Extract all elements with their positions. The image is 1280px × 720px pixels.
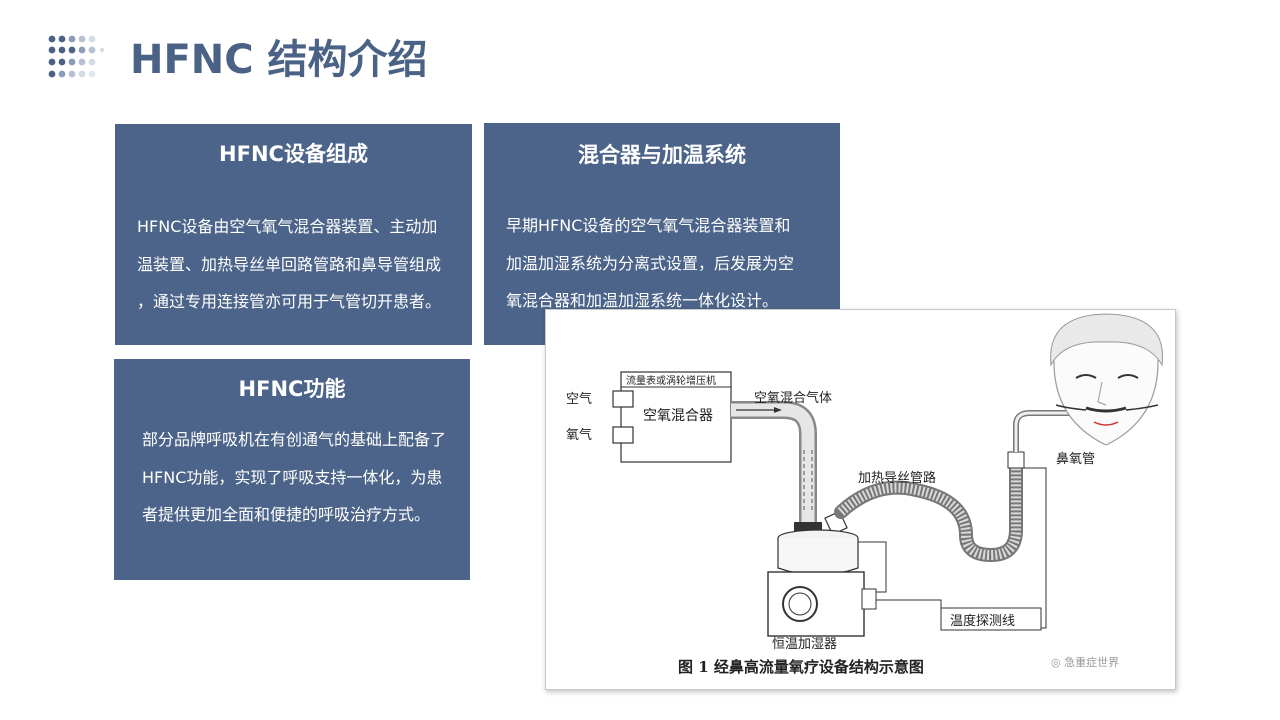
card-line: 温装置、加热导丝单回路管路和鼻导管组成 <box>137 254 442 274</box>
card-body: 早期HFNC设备的空气氧气混合器装置和 加温加湿系统为分离式设置，后发展为空 氧… <box>506 207 832 320</box>
card-line: 加温加湿系统为分离式设置，后发展为空 <box>506 253 795 273</box>
water-chamber <box>777 538 859 576</box>
card-line: 氧混合器和加温加湿系统一体化设计。 <box>506 291 779 310</box>
label-heated-circuit: 加热导丝管路 <box>858 470 936 486</box>
card-device-composition: HFNC设备组成 HFNC设备由空气氧气混合器装置、主动加 温装置、加热导丝单回… <box>115 124 472 345</box>
card-line: ，通过专用连接管亦可用于气管切开患者。 <box>137 292 442 311</box>
page-title: HFNC 结构介绍 <box>130 37 428 83</box>
card-title: HFNC设备组成 <box>219 142 368 166</box>
logo-dots-icon <box>48 35 104 78</box>
card-line: 者提供更加全面和便捷的呼吸治疗方式。 <box>142 505 431 524</box>
mixed-gas-pipe <box>731 401 817 525</box>
oxygen-inlet <box>612 426 634 444</box>
label-temp-probe: 温度探测线 <box>950 613 1015 629</box>
air-inlet <box>612 390 634 408</box>
card-body: HFNC设备由空气氧气混合器装置、主动加 温装置、加热导丝单回路管路和鼻导管组成… <box>137 208 441 321</box>
card-line: 部分品牌呼吸机在有创通气的基础上配备了 <box>142 430 447 449</box>
card-title: HFNC功能 <box>238 377 346 401</box>
label-nasal-cannula: 鼻氧管 <box>1056 451 1095 467</box>
card-mixer-heating: 混合器与加温系统 早期HFNC设备的空气氧气混合器装置和 加温加湿系统为分离式设… <box>484 123 840 345</box>
hfnc-structure-diagram: 流量表或涡轮增压机 空氧混合器 空气 氧气 空氧混合气体 恒温加湿器 加热导丝管… <box>566 313 1164 676</box>
card-line: HFNC设备由空气氧气混合器装置、主动加 <box>137 217 438 236</box>
label-mixed-gas: 空氧混合气体 <box>754 390 832 406</box>
card-body: 部分品牌呼吸机在有创通气的基础上配备了 HFNC功能，实现了呼吸支持一体化，为患… <box>142 421 466 534</box>
label-mixer: 空氧混合器 <box>643 408 713 424</box>
card-line: HFNC功能，实现了呼吸支持一体化，为患 <box>142 467 443 487</box>
hfnc-structure-figure: 流量表或涡轮增压机 空氧混合器 空气 氧气 空氧混合气体 恒温加湿器 加热导丝管… <box>545 309 1176 690</box>
card-title: 混合器与加温系统 <box>578 143 746 167</box>
card-line: 早期HFNC设备的空气氧气混合器装置和 <box>506 216 791 235</box>
label-oxygen: 氧气 <box>566 427 592 443</box>
watermark-text: ◎ 急重症世界 <box>1051 655 1119 669</box>
label-flowmeter: 流量表或涡轮增压机 <box>626 374 716 387</box>
wechat-icon: ◎ <box>1051 656 1064 669</box>
label-humidifier: 恒温加湿器 <box>772 637 837 652</box>
card-hfnc-function: HFNC功能 部分品牌呼吸机在有创通气的基础上配备了 HFNC功能，实现了呼吸支… <box>114 359 470 580</box>
chamber-collar <box>794 522 822 532</box>
label-air: 空气 <box>566 391 592 407</box>
patient-face-icon <box>1050 313 1164 446</box>
figure-caption: 图 1 经鼻高流量氧疗设备结构示意图 <box>678 658 924 676</box>
